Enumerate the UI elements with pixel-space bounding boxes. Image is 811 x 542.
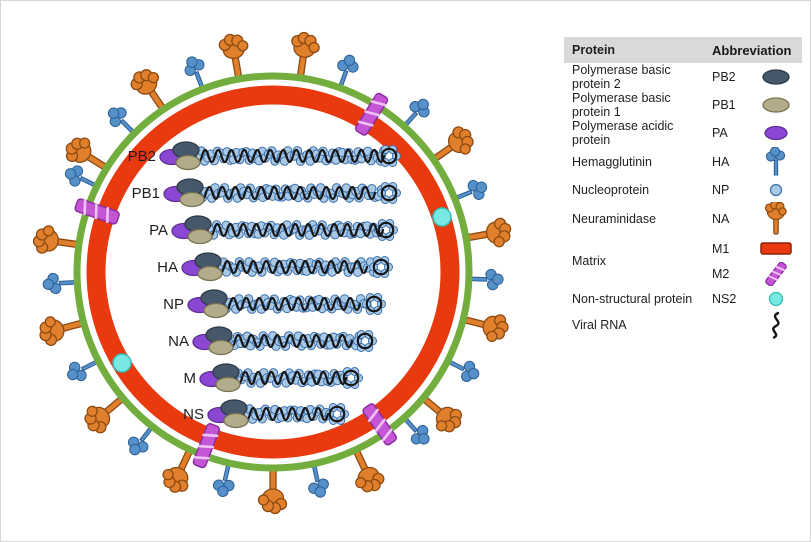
rnp-segment-na: NA bbox=[168, 326, 377, 356]
rnp-segment-np: NP bbox=[163, 289, 386, 319]
ns2-particle bbox=[112, 353, 132, 373]
pb1-polymerase bbox=[179, 191, 205, 208]
viral-rna-strand bbox=[191, 185, 377, 201]
segment-label: HA bbox=[157, 259, 178, 276]
m2-channel-icon bbox=[758, 261, 794, 286]
legend-row-pb1: Polymerase basic protein 1 PB1 bbox=[564, 91, 802, 119]
protein-name: Viral RNA bbox=[572, 318, 627, 332]
protein-abbreviation: NA bbox=[712, 212, 730, 226]
protein-name: Polymerase basic protein 1 bbox=[572, 91, 671, 119]
np-circle-icon bbox=[758, 181, 794, 199]
matrix-m2-subrow: M2 bbox=[712, 261, 794, 286]
rnp-segment-pb2: PB2 bbox=[128, 141, 401, 171]
pa-oval-icon bbox=[758, 124, 794, 142]
pb2-oval-icon bbox=[758, 68, 794, 86]
pb1-polymerase bbox=[215, 376, 241, 393]
viral-rna-strand bbox=[187, 148, 386, 164]
legend-row-rna: Viral RNA bbox=[564, 311, 802, 339]
protein-abbreviation: M1 bbox=[712, 241, 730, 256]
pb1-polymerase bbox=[197, 265, 223, 282]
viral-rna-strand bbox=[209, 259, 369, 275]
pb1-polymerase bbox=[223, 412, 249, 429]
rnp-segment-pa: PA bbox=[149, 215, 398, 245]
pb1-polymerase bbox=[187, 228, 213, 245]
rna-end-loop bbox=[380, 184, 398, 202]
segment-label: M bbox=[184, 370, 197, 387]
protein-abbreviation: PB1 bbox=[712, 98, 736, 112]
legend-row-np: Nucleoprotein NP bbox=[564, 177, 802, 202]
pb1-polymerase bbox=[175, 154, 201, 171]
protein-name: Nucleoprotein bbox=[572, 182, 650, 197]
ns2-circle-icon bbox=[758, 290, 794, 308]
protein-abbreviation: NS2 bbox=[712, 291, 737, 306]
rnp-segment-m: M bbox=[184, 363, 363, 393]
protein-abbreviation: HA bbox=[712, 155, 730, 169]
m1-matrix-icon bbox=[758, 241, 794, 256]
segment-label: NS bbox=[183, 406, 204, 423]
viral-rna-strand bbox=[227, 370, 348, 386]
segment-label: PB1 bbox=[132, 185, 160, 202]
legend-row-ha: Hemagglutinin HA bbox=[564, 147, 802, 177]
viral-rna-strand bbox=[220, 333, 354, 349]
legend-row-pb2: Polymerase basic protein 2 PB2 bbox=[564, 63, 802, 91]
legend-header-protein: Protein bbox=[572, 43, 616, 57]
rna-end-loop bbox=[372, 258, 390, 276]
legend-row-na: Neuraminidase NA bbox=[564, 202, 802, 236]
segment-label: NA bbox=[168, 333, 189, 350]
rna-end-loop bbox=[342, 369, 360, 387]
rna-end-loop bbox=[328, 405, 346, 423]
segment-label: PB2 bbox=[128, 148, 156, 165]
rnp-segment-ns: NS bbox=[183, 399, 349, 429]
legend-header-abbreviation: Abbreviation bbox=[712, 42, 792, 58]
protein-abbreviation: PB2 bbox=[712, 70, 736, 84]
segment-label: PA bbox=[149, 222, 168, 239]
rnp-segment-ha: HA bbox=[157, 252, 393, 282]
legend-row-matrix: Matrix M1 M2 bbox=[564, 236, 802, 286]
rna-end-loop bbox=[365, 295, 383, 313]
pb1-polymerase bbox=[208, 339, 234, 356]
legend-header: Protein Abbreviation bbox=[564, 37, 802, 63]
viral-rna-strand bbox=[199, 222, 385, 238]
pb1-polymerase bbox=[203, 302, 229, 319]
ns2-particle bbox=[432, 207, 452, 227]
protein-abbreviation: M2 bbox=[712, 266, 730, 281]
ha-spike-icon bbox=[758, 147, 794, 177]
legend: Protein Abbreviation Polymerase basic pr… bbox=[564, 37, 802, 339]
protein-name: Hemagglutinin bbox=[572, 155, 652, 169]
protein-name: Matrix bbox=[572, 254, 607, 268]
protein-name: Polymerase basic protein 2 bbox=[572, 63, 671, 91]
protein-abbreviation: NP bbox=[712, 182, 730, 197]
viral-rna-squiggle-icon bbox=[758, 311, 794, 339]
protein-name: Non-structural protein bbox=[572, 291, 693, 306]
protein-abbreviation: PA bbox=[712, 126, 728, 140]
legend-row-pa: Polymerase acidic protein PA bbox=[564, 119, 802, 147]
protein-name: Polymerase acidic protein bbox=[572, 119, 674, 147]
matrix-m1-subrow: M1 bbox=[712, 236, 794, 261]
rna-end-loop bbox=[377, 221, 395, 239]
viral-rna-strand bbox=[215, 296, 362, 312]
pb1-oval-icon bbox=[758, 96, 794, 114]
legend-row-ns2: Non-structural protein NS2 bbox=[564, 286, 802, 311]
protein-name: Neuraminidase bbox=[572, 212, 657, 226]
viral-rna-strand bbox=[235, 406, 330, 422]
na-spike-icon bbox=[758, 202, 794, 236]
rna-end-loop bbox=[380, 147, 398, 165]
matrix-abbreviations: M1 M2 bbox=[712, 236, 794, 286]
rnp-segment-pb1: PB1 bbox=[132, 178, 401, 208]
rna-end-loop bbox=[356, 332, 374, 350]
segment-label: NP bbox=[163, 296, 184, 313]
